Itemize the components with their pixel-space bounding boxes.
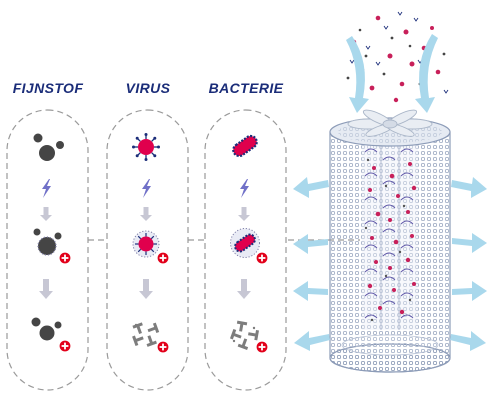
charged-dust-particle-icon bbox=[33, 228, 62, 256]
airflow-arrow-icon bbox=[293, 177, 329, 198]
fan-icon bbox=[347, 109, 433, 137]
captured-particles bbox=[367, 162, 417, 315]
plus-ion-icon bbox=[255, 251, 269, 265]
airflow-arrow-icon bbox=[451, 177, 487, 198]
filter-cylinder bbox=[329, 117, 451, 373]
dust-particle-icon bbox=[33, 133, 64, 161]
airflow-arrow-icon bbox=[293, 234, 328, 254]
destroyed-bacterium-icon bbox=[229, 320, 260, 350]
charged-virus-icon bbox=[132, 230, 160, 258]
airflow-arrow-icon bbox=[294, 331, 330, 351]
plus-ion-icon bbox=[156, 340, 170, 354]
airflow-arrow-icon bbox=[346, 36, 369, 113]
airflow-arrow-icon bbox=[450, 331, 486, 351]
airflow-arrow-icon bbox=[415, 34, 438, 113]
ion-swirls bbox=[364, 148, 414, 319]
charged-bacterium-icon bbox=[230, 228, 260, 258]
dust-particle-icon bbox=[31, 317, 62, 341]
captured-dust bbox=[364, 158, 412, 322]
column-title-virus: VIRUS bbox=[125, 80, 171, 96]
fijnstof-steps bbox=[31, 133, 72, 353]
airflow-arrow-icon bbox=[293, 281, 328, 301]
column-title-fijnstof: FIJNSTOF bbox=[12, 80, 84, 96]
column-title-bacterie: BACTERIE bbox=[208, 80, 284, 96]
plus-ion-icon bbox=[58, 251, 72, 265]
airflow-arrow-icon bbox=[452, 233, 487, 253]
virus-icon bbox=[132, 133, 160, 161]
bacterium-icon bbox=[232, 134, 258, 158]
plus-ion-icon bbox=[156, 251, 170, 265]
airflow-arrow-icon bbox=[452, 281, 487, 301]
plus-ion-icon bbox=[58, 339, 72, 353]
destroyed-virus-icon bbox=[132, 322, 160, 347]
plus-ion-icon bbox=[255, 340, 269, 354]
bacterie-steps bbox=[229, 134, 269, 354]
virus-steps bbox=[132, 133, 170, 354]
